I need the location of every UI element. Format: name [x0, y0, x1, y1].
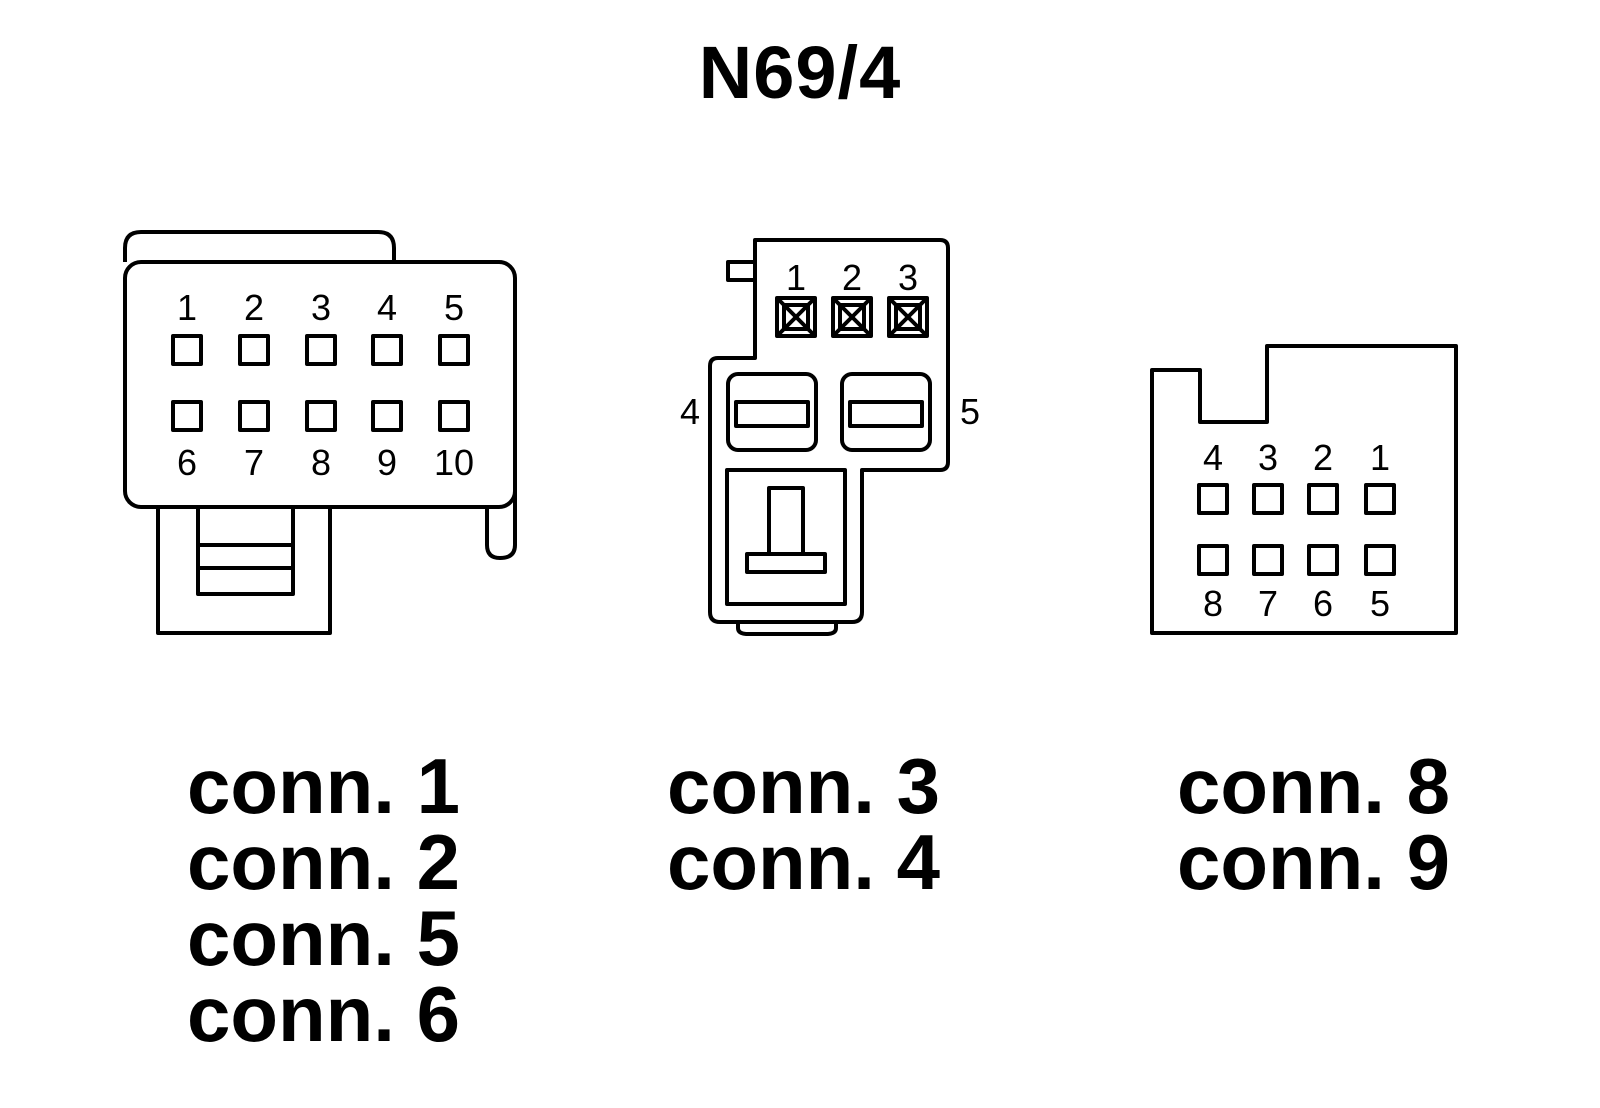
- connector-left-slot: [196, 505, 295, 596]
- pin-7-socket: [238, 400, 270, 432]
- pin-5-socket: [1364, 544, 1396, 576]
- connector-left-label: conn. 6: [186, 970, 460, 1058]
- connector-right-label: conn. 9: [1176, 818, 1450, 906]
- connector-left-latch: [485, 480, 517, 560]
- pin-number-1: 1: [177, 287, 197, 328]
- pin-number-5: 5: [444, 287, 464, 328]
- connector-middle: [708, 238, 950, 636]
- pin-number-5: 5: [960, 391, 980, 432]
- connector-middle-side-tab: [726, 260, 755, 282]
- connector-middle-lower-slot: [725, 468, 847, 606]
- pin-8-socket: [1197, 544, 1229, 576]
- pin-number-1: 1: [1370, 437, 1390, 478]
- pin-number-4: 4: [1203, 437, 1223, 478]
- pin-3-socket-inner: [894, 303, 922, 331]
- pin-3-socket: [1252, 483, 1284, 515]
- pin-5-blade: [848, 400, 924, 428]
- connector-middle-label: conn. 4: [666, 818, 940, 906]
- pin-number-9: 9: [377, 442, 397, 483]
- connector-left-rear-tab: [123, 230, 396, 262]
- pin-number-6: 6: [177, 442, 197, 483]
- pin-4-socket: [1197, 483, 1229, 515]
- pin-number-2: 2: [842, 257, 862, 298]
- pin-number-5: 5: [1370, 583, 1390, 624]
- pin-6-socket: [171, 400, 203, 432]
- connector-left-label: conn. 5: [186, 894, 460, 982]
- pin-number-1: 1: [786, 257, 806, 298]
- pin-number-4: 4: [377, 287, 397, 328]
- pin-8-socket: [305, 400, 337, 432]
- connector-right: [1150, 344, 1458, 635]
- pin-number-7: 7: [244, 442, 264, 483]
- pin-number-6: 6: [1313, 583, 1333, 624]
- pin-2-socket-inner: [838, 303, 866, 331]
- pin-number-2: 2: [244, 287, 264, 328]
- pin-1-socket-diag: [775, 296, 817, 338]
- pin-number-3: 3: [311, 287, 331, 328]
- pin-number-8: 8: [1203, 583, 1223, 624]
- connector-middle-label: conn. 3: [666, 742, 940, 830]
- pin-number-3: 3: [898, 257, 918, 298]
- pin-2-socket: [831, 296, 873, 338]
- pin-7-socket: [1252, 544, 1284, 576]
- pin-6-socket: [1307, 544, 1339, 576]
- pin-number-10: 10: [434, 442, 474, 483]
- pin-number-3: 3: [1258, 437, 1278, 478]
- pin-5-housing: [840, 372, 932, 452]
- pin-4-blade: [734, 400, 810, 428]
- pin-3-socket: [887, 296, 929, 338]
- pin-3-socket: [305, 334, 337, 366]
- connector-right-label: conn. 8: [1176, 742, 1450, 830]
- pin-1-socket: [171, 334, 203, 366]
- pin-3-socket-diag: [887, 296, 929, 338]
- connector-middle-lock-stem: [767, 486, 805, 556]
- connector-middle-body: [708, 238, 950, 624]
- pin-2-socket: [1307, 483, 1339, 515]
- connector-left-label: conn. 2: [186, 818, 460, 906]
- pin-1-socket: [775, 296, 817, 338]
- diagram-title: N69/4: [698, 31, 902, 114]
- connector-left-label: conn. 1: [186, 742, 460, 830]
- pin-number-7: 7: [1258, 583, 1278, 624]
- pin-9-socket: [371, 400, 403, 432]
- connector-right-body: [1150, 344, 1458, 635]
- connector-middle-lock-bar: [745, 552, 827, 574]
- connector-left: [123, 230, 517, 635]
- pin-4-socket: [371, 334, 403, 366]
- pin-number-2: 2: [1313, 437, 1333, 478]
- pin-5-socket: [438, 334, 470, 366]
- pin-number-4: 4: [680, 391, 700, 432]
- pin-2-socket-diag: [831, 296, 873, 338]
- pin-1-socket-inner: [782, 303, 810, 331]
- pin-10-socket: [438, 400, 470, 432]
- pin-number-8: 8: [311, 442, 331, 483]
- pin-1-socket: [1364, 483, 1396, 515]
- connector-middle-foot: [736, 622, 838, 636]
- pin-2-socket: [238, 334, 270, 366]
- pin-4-housing: [726, 372, 818, 452]
